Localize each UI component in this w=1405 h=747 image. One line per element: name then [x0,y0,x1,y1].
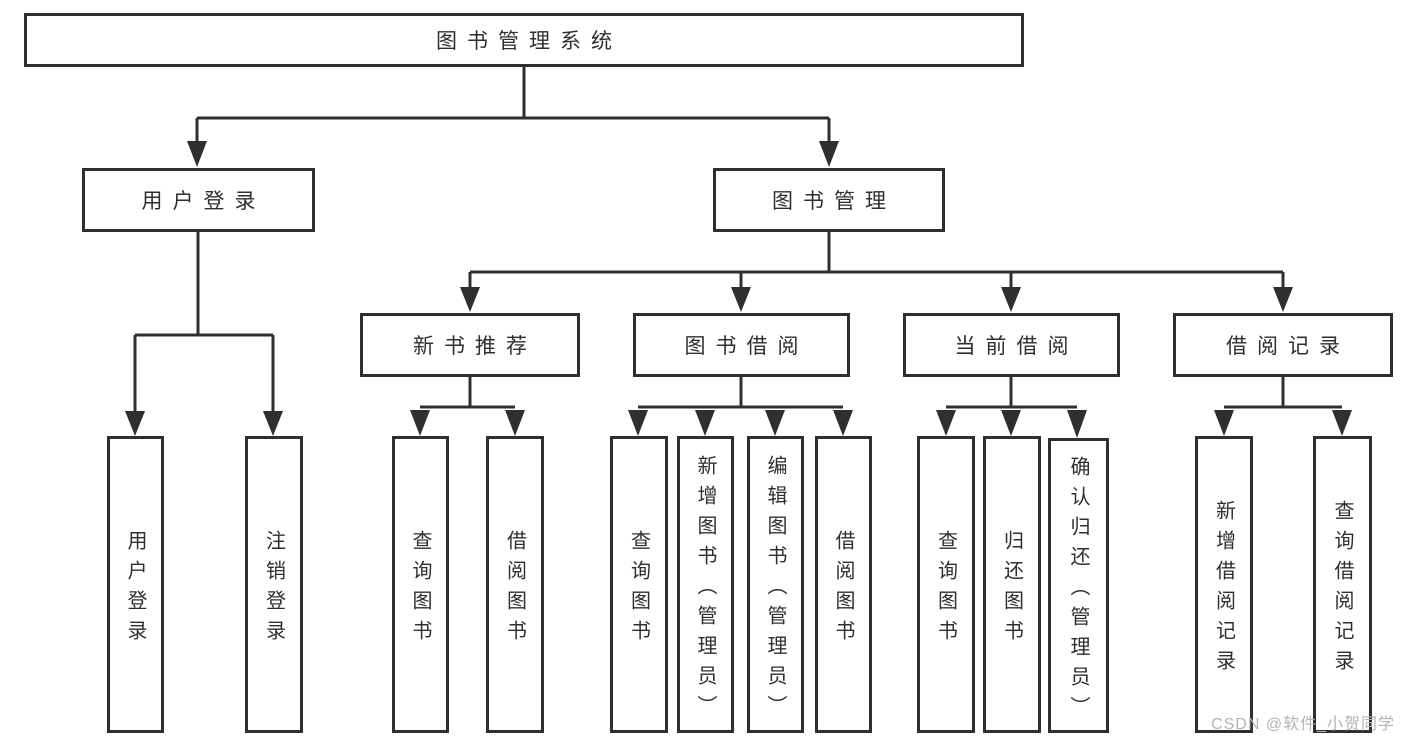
node-library-system: 图书管理系统 [24,13,1024,67]
leaf-query-books-borrow: 查询图书 [610,436,668,733]
leaf-query-borrow-record: 查询借阅记录 [1313,436,1372,733]
node-current-borrow: 当前借阅 [903,313,1120,377]
watermark: CSDN @软件_小贺同学 [1211,716,1395,733]
leaf-borrow-books-recommend: 借阅图书 [486,436,544,733]
leaf-query-books-recommend: 查询图书 [392,436,449,733]
node-new-book-recommend: 新书推荐 [360,313,580,377]
leaf-confirm-return-admin: 确认归还（管理员） [1048,438,1109,733]
leaf-query-books-current: 查询图书 [917,436,975,733]
leaf-return-book: 归还图书 [983,436,1041,733]
leaf-logout: 注销登录 [245,436,303,733]
node-book-management: 图书管理 [713,168,945,232]
node-user-login: 用户登录 [82,168,315,232]
arrowhead-icons [125,141,1352,438]
node-borrow-records: 借阅记录 [1173,313,1393,377]
leaf-borrow-books-borrow: 借阅图书 [815,436,872,733]
node-book-borrow: 图书借阅 [633,313,850,377]
leaf-user-login: 用户登录 [107,436,164,733]
leaf-add-borrow-record: 新增借阅记录 [1195,436,1253,733]
leaf-edit-book-admin: 编辑图书（管理员） [747,436,804,733]
leaf-add-book-admin: 新增图书（管理员） [677,436,734,733]
